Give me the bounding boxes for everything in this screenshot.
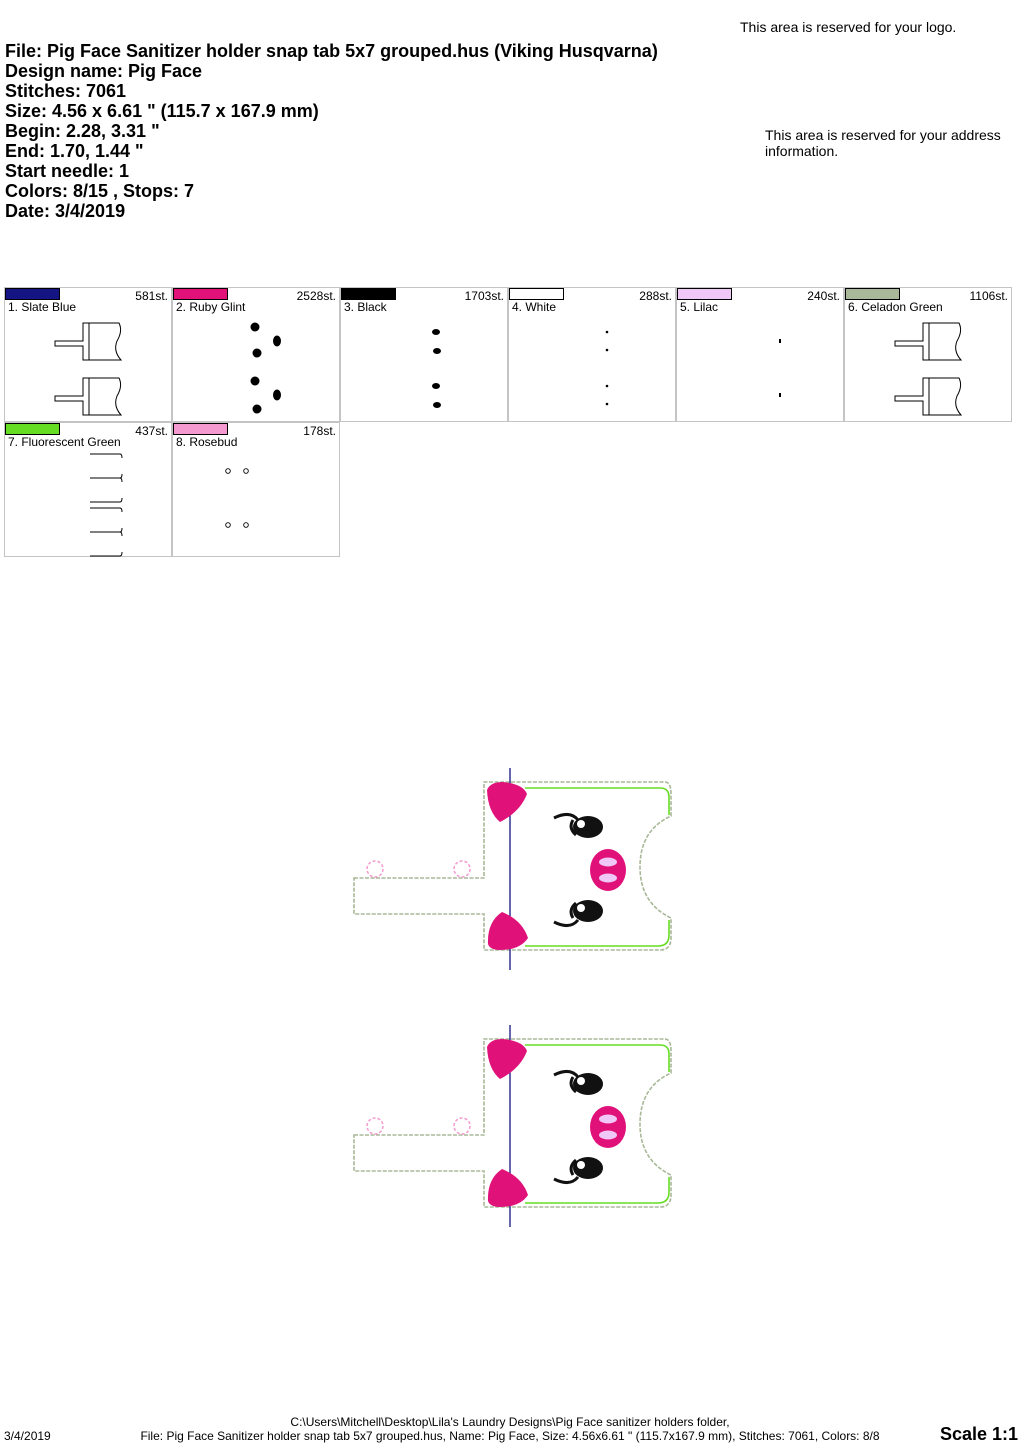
footer-file-summary: File: Pig Face Sanitizer holder snap tab… (140, 1429, 880, 1443)
thread-cell: 1703st. 3. Black (340, 287, 508, 422)
thread-stitch-preview (90, 453, 123, 557)
address-placeholder: This area is reserved for your address i… (765, 127, 1001, 159)
thread-stitch-preview (250, 322, 281, 414)
footer-date: 3/4/2019 (4, 1429, 51, 1443)
thread-stitch-count: 1106st. (969, 289, 1008, 303)
file-line: File: Pig Face Sanitizer holder snap tab… (5, 41, 658, 61)
color-swatch (341, 288, 396, 300)
design-preview (352, 766, 673, 1229)
end-point: End: 1.70, 1.44 " (5, 141, 144, 161)
design-name: Design name: Pig Face (5, 61, 203, 81)
thread-stitch-preview (779, 339, 781, 397)
pig-face-top (352, 766, 673, 972)
logo-placeholder: This area is reserved for your logo. (740, 19, 957, 35)
thread-cell: 2528st. 2. Ruby Glint (172, 287, 340, 422)
colors-stops: Colors: 8/15 , Stops: 7 (5, 181, 195, 201)
thread-cell: 240st. 5. Lilac (676, 287, 844, 422)
footer-path: C:\Users\Mitchell\Desktop\Lila's Laundry… (290, 1415, 730, 1429)
design-date: Date: 3/4/2019 (5, 201, 126, 221)
thread-name: 3. Black (344, 300, 387, 314)
color-swatch (5, 423, 60, 435)
thread-cell: 581st. 1. Slate Blue (4, 287, 172, 422)
pig-face-bottom (352, 1023, 673, 1229)
design-info: File: Pig Face Sanitizer holder snap tab… (5, 41, 658, 221)
color-swatch (509, 288, 564, 300)
scale-label: Scale 1:1 (939, 1424, 1018, 1444)
color-swatch (173, 288, 228, 300)
thread-stitch-count: 288st. (639, 289, 672, 303)
color-swatch (173, 423, 228, 435)
start-needle: Start needle: 1 (5, 161, 130, 181)
thread-stitch-preview (432, 329, 441, 408)
thread-stitch-preview (225, 468, 249, 528)
footer-summary: C:\Users\Mitchell\Desktop\Lila's Laundry… (100, 1415, 920, 1443)
design-size: Size: 4.56 x 6.61 " (115.7 x 167.9 mm) (5, 101, 319, 121)
thread-cell: 1106st. 6. Celadon Green (844, 287, 1012, 422)
thread-cell: 178st. 8. Rosebud (172, 422, 340, 557)
thread-stitch-count: 1703st. (464, 289, 504, 303)
thread-name: 5. Lilac (680, 300, 719, 314)
thread-name: 1. Slate Blue (8, 300, 77, 314)
thread-cell: 437st. 7. Fluorescent Green (4, 422, 172, 557)
thread-stitch-count: 178st. (303, 424, 336, 438)
thread-name: 6. Celadon Green (848, 300, 943, 314)
thread-color-table: 581st. 1. Slate Blue 2528st. 2. Ruby Glint 1… (4, 287, 1014, 559)
thread-name: 2. Ruby Glint (176, 300, 246, 314)
thread-stitch-preview (605, 330, 609, 406)
thread-stitch-count: 240st. (807, 289, 840, 303)
thread-stitch-preview (54, 322, 123, 416)
thread-stitch-count: 437st. (135, 424, 168, 438)
thread-stitch-preview (894, 322, 963, 416)
thread-stitch-count: 2528st. (296, 289, 336, 303)
thread-name: 8. Rosebud (176, 435, 238, 449)
color-swatch (677, 288, 732, 300)
color-swatch (5, 288, 60, 300)
color-swatch (845, 288, 900, 300)
begin-point: Begin: 2.28, 3.31 " (5, 121, 160, 141)
thread-cell: 288st. 4. White (508, 287, 676, 422)
thread-stitch-count: 581st. (135, 289, 168, 303)
thread-name: 7. Fluorescent Green (8, 435, 121, 449)
thread-name: 4. White (512, 300, 557, 314)
stitch-total: Stitches: 7061 (5, 81, 127, 101)
